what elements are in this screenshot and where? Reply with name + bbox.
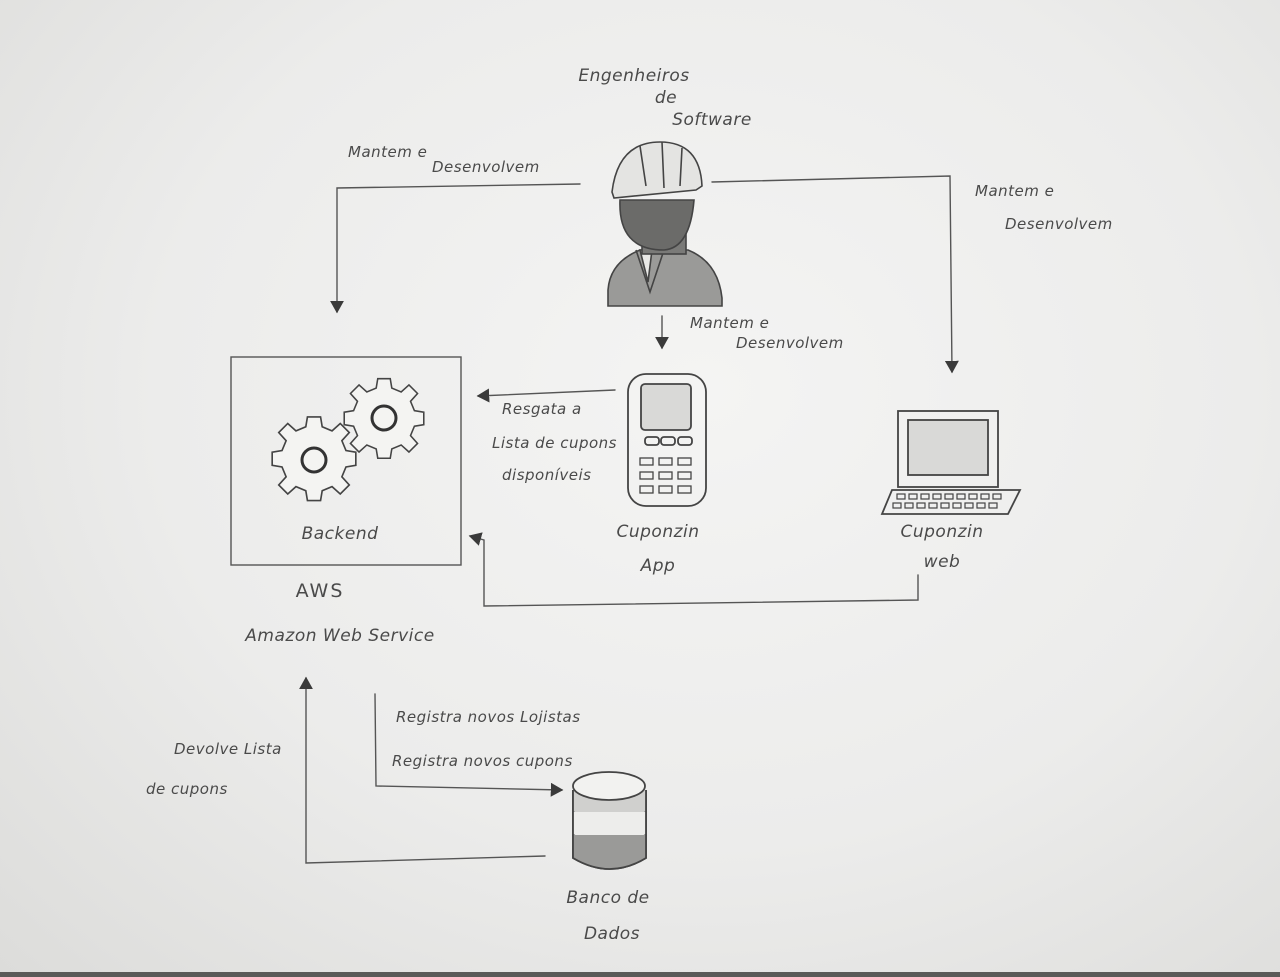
edge-eng-to-backend <box>330 183 581 314</box>
edge-label-app-backend-line2: Lista de cupons <box>492 434 617 452</box>
edge-label-db-backend-line2: de cupons <box>146 780 228 798</box>
db-label-line2: Dados <box>583 924 641 944</box>
gears-icon <box>271 377 425 502</box>
computer-icon <box>880 410 1022 515</box>
edge-label-eng-backend-line1: Mantem e <box>348 143 428 161</box>
engineers-label-line2: de <box>654 88 678 108</box>
edge-label-app-backend-line1: Resgata a <box>502 400 582 418</box>
engineers-label-line3: Software <box>672 110 752 130</box>
edge-label-backend-db-line1: Registra novos Lojistas <box>396 708 581 726</box>
edge-label-eng-web-line2: Desenvolvem <box>1005 215 1113 233</box>
app-label-line2: App <box>640 556 676 576</box>
edge-backend-to-db <box>374 693 564 797</box>
app-label-line1: Cuponzin <box>616 522 700 542</box>
web-label-line1: Cuponzin <box>900 522 984 542</box>
edge-label-backend-db-line2: Registra novos cupons <box>392 752 573 770</box>
engineer-icon <box>607 141 723 307</box>
backend-box <box>230 356 462 566</box>
db-label-line1: Banco de <box>566 888 650 908</box>
edge-label-eng-web-line1: Mantem e <box>975 182 1055 200</box>
aws-subtitle: Amazon Web Service <box>245 626 435 646</box>
edge-label-app-backend-line3: disponíveis <box>502 466 592 484</box>
bottom-edge <box>0 972 1280 977</box>
edge-eng-to-web <box>711 175 959 374</box>
backend-label: Backend <box>301 524 379 544</box>
edge-app-to-backend <box>476 388 616 403</box>
edge-label-eng-app-line1: Mantem e <box>690 314 770 332</box>
edge-web-to-backend <box>468 532 919 607</box>
aws-title: AWS <box>295 580 345 602</box>
edge-label-eng-backend-line2: Desenvolvem <box>432 158 540 176</box>
phone-icon <box>627 373 707 507</box>
edge-db-to-backend <box>299 676 546 864</box>
edge-label-db-backend-line1: Devolve Lista <box>174 740 282 758</box>
edge-label-eng-app-line2: Desenvolvem <box>736 334 844 352</box>
database-icon <box>572 771 647 870</box>
engineers-label-line1: Engenheiros <box>578 66 690 86</box>
web-label-line2: web <box>923 552 961 572</box>
